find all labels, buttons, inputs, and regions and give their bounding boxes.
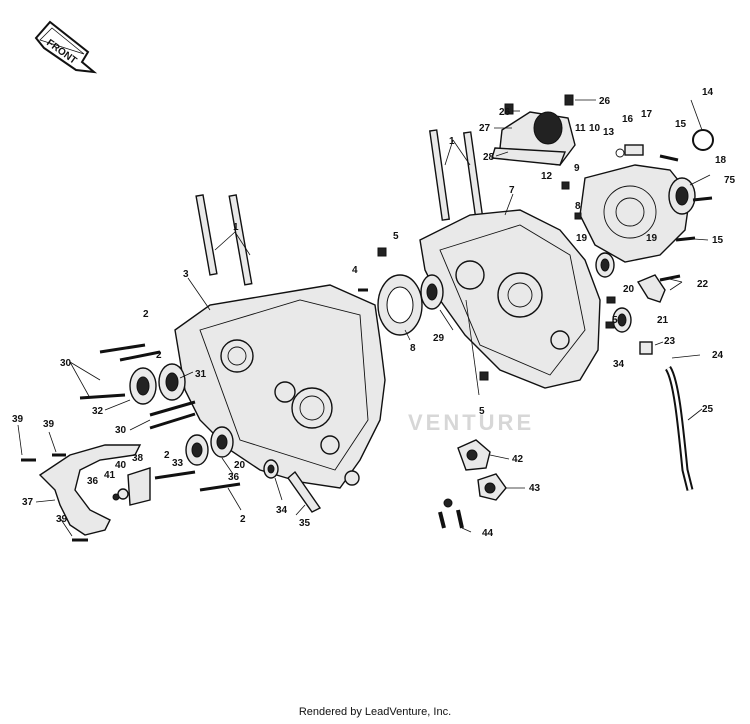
callout-39-upper: 39 bbox=[43, 419, 55, 430]
callout-17: 17 bbox=[641, 109, 653, 120]
callout-2-upper-a: 2 bbox=[143, 309, 149, 320]
callout-41: 41 bbox=[104, 470, 116, 481]
callout-1-left: 1 bbox=[233, 222, 239, 233]
callout-26-left: 26 bbox=[499, 107, 511, 118]
watermark: VENTURE bbox=[408, 410, 535, 435]
o-ring-14 bbox=[692, 129, 714, 151]
callout-21: 21 bbox=[657, 315, 669, 326]
callout-36-left: 36 bbox=[87, 476, 99, 487]
callout-44: 44 bbox=[482, 528, 494, 539]
callout-5-right-bolt: 5 bbox=[612, 315, 618, 326]
leader-lines bbox=[17, 99, 711, 537]
callout-35: 35 bbox=[299, 518, 311, 529]
intake-manifold bbox=[491, 111, 576, 166]
callout-29: 29 bbox=[433, 333, 445, 344]
callout-39-left: 39 bbox=[12, 414, 24, 425]
lever-35 bbox=[287, 470, 322, 513]
callout-34-right: 34 bbox=[613, 359, 625, 370]
callout-26-right: 26 bbox=[599, 96, 611, 107]
studs-left bbox=[195, 194, 253, 286]
seal-20-right bbox=[595, 252, 615, 278]
callout-13: 13 bbox=[603, 127, 615, 138]
bolts bbox=[21, 94, 713, 542]
right-cover bbox=[579, 164, 696, 263]
seal-34-right bbox=[612, 307, 632, 333]
callout-34-left: 34 bbox=[276, 505, 288, 516]
callout-11: 11 bbox=[575, 123, 586, 134]
callout-39-lower: 39 bbox=[56, 514, 68, 525]
callout-15-right: 15 bbox=[712, 235, 724, 246]
studs-right bbox=[428, 129, 485, 223]
callout-25: 25 bbox=[702, 404, 714, 415]
callout-5-top: 5 bbox=[393, 231, 399, 242]
callout-3: 3 bbox=[183, 269, 189, 280]
callout-75: 75 bbox=[724, 175, 736, 186]
footer-credit: Rendered by LeadVenture, Inc. bbox=[298, 706, 452, 718]
callout-15-top: 15 bbox=[675, 119, 687, 130]
callout-33: 33 bbox=[172, 458, 184, 469]
callout-8-gasket: 8 bbox=[410, 343, 416, 354]
callout-9: 9 bbox=[574, 163, 580, 174]
callout-30-lower: 30 bbox=[115, 425, 127, 436]
switch-42-43 bbox=[438, 439, 507, 529]
callout-2-lower: 2 bbox=[240, 514, 246, 525]
callout-28: 28 bbox=[483, 152, 495, 163]
front-arrow: FRONT bbox=[34, 20, 98, 74]
callout-20-left: 20 bbox=[234, 460, 246, 471]
callout-4: 4 bbox=[352, 265, 358, 276]
callout-19-right: 19 bbox=[646, 233, 658, 244]
callout-5-mid: 5 bbox=[479, 406, 485, 417]
callout-19-left: 19 bbox=[576, 233, 588, 244]
callout-2-upper-b: 2 bbox=[156, 350, 162, 361]
callout-14: 14 bbox=[702, 87, 714, 98]
callout-23: 23 bbox=[664, 336, 676, 347]
callout-24: 24 bbox=[712, 350, 724, 361]
seals-left bbox=[129, 363, 279, 479]
callout-10: 10 bbox=[589, 123, 601, 134]
plate-38 bbox=[127, 467, 151, 506]
bracket-37 bbox=[38, 444, 142, 536]
bearing-29 bbox=[420, 274, 444, 310]
callout-32: 32 bbox=[92, 406, 104, 417]
callout-1-right: 1 bbox=[449, 136, 455, 147]
plate-21 bbox=[636, 274, 666, 303]
right-crankcase bbox=[419, 209, 601, 389]
callout-31: 31 bbox=[195, 369, 207, 380]
callout-2-mid: 2 bbox=[164, 450, 170, 461]
callout-22: 22 bbox=[697, 279, 709, 290]
callout-16: 16 bbox=[622, 114, 634, 125]
callout-43: 43 bbox=[529, 483, 541, 494]
callout-labels: 26 26 27 28 11 10 13 16 17 15 14 9 12 8 … bbox=[12, 87, 736, 539]
callout-37: 37 bbox=[22, 497, 34, 508]
callout-36-right: 36 bbox=[228, 472, 240, 483]
callout-38: 38 bbox=[132, 453, 144, 464]
callout-8-right-cover: 8 bbox=[575, 201, 581, 212]
callout-42: 42 bbox=[512, 454, 524, 465]
callout-18: 18 bbox=[715, 155, 727, 166]
callout-30-upper: 30 bbox=[60, 358, 72, 369]
callout-7: 7 bbox=[509, 185, 515, 196]
callout-12: 12 bbox=[541, 171, 553, 182]
callout-27: 27 bbox=[479, 123, 491, 134]
callout-20-right: 20 bbox=[623, 284, 635, 295]
callout-40: 40 bbox=[115, 460, 127, 471]
gasket-8 bbox=[377, 274, 423, 336]
